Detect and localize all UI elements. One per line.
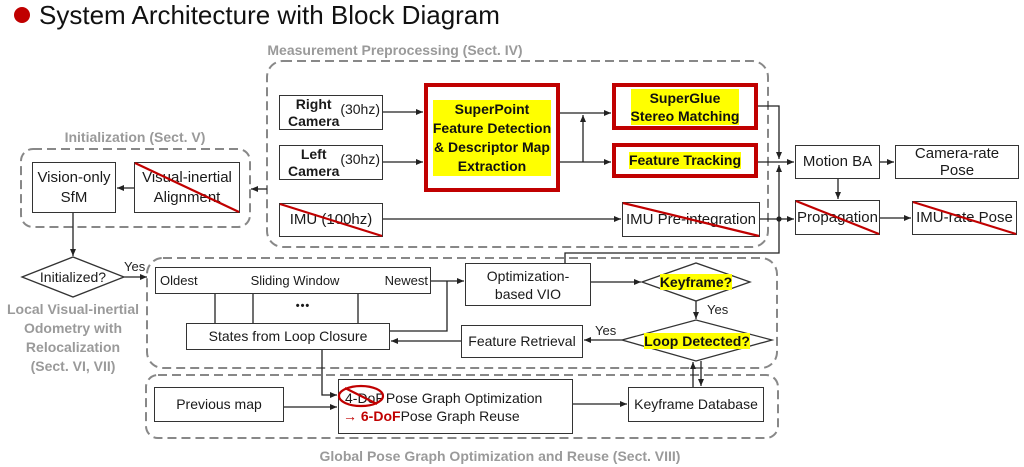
left-camera-block[interactable]: Left Camera (30hz) bbox=[279, 145, 383, 180]
vision-only-sfm-label: Vision-only SfM bbox=[37, 168, 111, 206]
local-vio-group-label: Local Visual-inertial Odometry with Relo… bbox=[6, 301, 139, 374]
optimization-vio-block[interactable]: Optimization- based VIO bbox=[465, 263, 591, 306]
keyframe-decision[interactable]: Keyframe? bbox=[642, 272, 750, 292]
imu-block[interactable]: IMU (100hz) bbox=[279, 203, 383, 237]
left-camera-rate: (30hz) bbox=[340, 151, 380, 168]
sliding-window-ellipsis: ••• bbox=[295, 300, 311, 312]
sliding-window-title: Sliding Window bbox=[250, 273, 340, 288]
loop-yes-label: Yes bbox=[595, 323, 617, 338]
old-dof-label: 4-DoF bbox=[345, 389, 384, 406]
imu-preintegration-block[interactable]: IMU Pre-integration bbox=[622, 202, 760, 237]
superpoint-label: SuperPoint Feature Detection & Descripto… bbox=[432, 99, 552, 176]
imu-preintegration-label: IMU Pre-integration bbox=[625, 210, 757, 228]
previous-map-block[interactable]: Previous map bbox=[154, 387, 284, 422]
states-from-loop-closure-label: States from Loop Closure bbox=[208, 328, 368, 345]
new-dof-label: 6-DoF bbox=[360, 407, 401, 424]
initialized-label: Initialized? bbox=[39, 269, 107, 285]
camera-rate-pose-label: Camera-rate Pose bbox=[914, 144, 1000, 179]
initialized-diamond bbox=[20, 256, 126, 298]
pose-graph-line-2: → 6-DoFPose Graph Reuse bbox=[343, 407, 520, 425]
imu-junction-dot bbox=[776, 216, 782, 222]
imu-rate-pose-label: IMU-rate Pose bbox=[916, 209, 1013, 227]
states-to-vio-wire bbox=[390, 281, 448, 332]
pose-graph-optimization-label: Pose Graph Optimization bbox=[385, 389, 543, 406]
sliding-window-block[interactable] bbox=[155, 267, 431, 294]
previous-map-label: Previous map bbox=[176, 396, 262, 413]
vision-only-sfm-block[interactable]: Vision-only SfM bbox=[32, 162, 116, 213]
states-to-pose-graph-wire bbox=[321, 350, 337, 398]
superglue-to-motion-ba-wire bbox=[758, 105, 782, 159]
states-from-loop-closure-block[interactable]: States from Loop Closure bbox=[186, 323, 390, 350]
camera-rate-pose-block[interactable]: Camera-rate Pose bbox=[895, 145, 1019, 179]
feature-retrieval-label: Feature Retrieval bbox=[468, 333, 576, 350]
slide-title: System Architecture with Block Diagram bbox=[39, 0, 500, 30]
propagation-label: Propagation bbox=[797, 208, 878, 226]
right-camera-block[interactable]: Right Camera (30hz) bbox=[279, 95, 383, 130]
keyframe-database-block[interactable]: Keyframe Database bbox=[628, 387, 764, 422]
preintegration-to-vio-wire bbox=[564, 219, 780, 263]
optimization-vio-label: Optimization- based VIO bbox=[486, 267, 570, 302]
initialized-yes-label: Yes bbox=[124, 259, 146, 274]
propagation-block[interactable]: Propagation bbox=[795, 200, 880, 235]
initialization-group-label: Initialization (Sect. V) bbox=[64, 129, 206, 145]
imu-rate-pose-block[interactable]: IMU-rate Pose bbox=[912, 201, 1017, 235]
replacement-arrow-icon: → bbox=[343, 407, 357, 424]
initialization-group-border bbox=[20, 148, 251, 228]
feature-tracking-block[interactable]: Feature Tracking bbox=[612, 143, 758, 178]
pose-graph-reuse-label: Pose Graph Reuse bbox=[400, 407, 520, 424]
superpoint-block[interactable]: SuperPoint Feature Detection & Descripto… bbox=[424, 83, 560, 192]
sliding-window-newest: Newest bbox=[384, 273, 428, 288]
sliding-window-oldest: Oldest bbox=[160, 273, 198, 288]
visual-inertial-alignment-block[interactable]: Visual-inertial Alignment bbox=[134, 162, 240, 213]
feature-tracking-label: Feature Tracking bbox=[628, 152, 742, 169]
right-camera-rate: (30hz) bbox=[340, 101, 380, 118]
visual-inertial-alignment-label: Visual-inertial Alignment bbox=[142, 168, 232, 206]
global-group-label: Global Pose Graph Optimization and Reuse… bbox=[319, 448, 681, 464]
global-group-border bbox=[145, 374, 779, 439]
loop-detected-decision[interactable]: Loop Detected? bbox=[622, 331, 772, 351]
keyframe-label: Keyframe? bbox=[659, 274, 733, 290]
keyframe-yes-label: Yes bbox=[707, 302, 729, 317]
measurement-group-label: Measurement Preprocessing (Sect. IV) bbox=[267, 42, 523, 58]
loop-detected-label: Loop Detected? bbox=[644, 333, 750, 349]
superglue-label: SuperGlue Stereo Matching bbox=[630, 88, 740, 125]
left-camera-name: Left Camera bbox=[288, 145, 340, 179]
motion-ba-label: Motion BA bbox=[802, 153, 873, 171]
initialized-decision[interactable]: Initialized? bbox=[22, 267, 124, 287]
title-bullet-icon bbox=[14, 7, 30, 23]
local-vio-group-border bbox=[146, 257, 778, 369]
feature-retrieval-block[interactable]: Feature Retrieval bbox=[461, 325, 583, 358]
motion-ba-block[interactable]: Motion BA bbox=[795, 145, 880, 179]
right-camera-name: Right Camera bbox=[288, 95, 340, 129]
superglue-block[interactable]: SuperGlue Stereo Matching bbox=[612, 83, 758, 130]
keyframe-database-label: Keyframe Database bbox=[634, 396, 758, 413]
imu-label: IMU (100hz) bbox=[289, 211, 373, 229]
